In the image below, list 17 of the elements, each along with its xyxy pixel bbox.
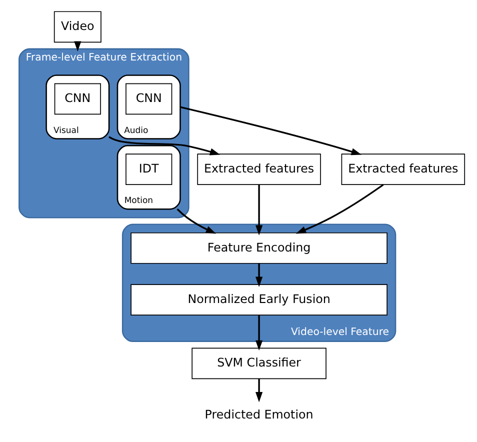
node-text: Predicted Emotion <box>204 407 314 422</box>
node-box: SVM Classifier <box>192 348 326 380</box>
arrow <box>176 208 216 234</box>
arrow <box>255 315 263 351</box>
arrow <box>108 136 220 156</box>
arrow <box>255 184 263 236</box>
arrow <box>255 263 263 287</box>
node-box: Extracted features <box>197 154 321 185</box>
node-box: Normalized Early Fusion <box>130 284 388 316</box>
node-box: Extracted features <box>341 154 466 185</box>
arrow <box>296 184 384 234</box>
node-box: CNN <box>126 83 172 115</box>
node-box: Feature Encoding <box>130 232 388 264</box>
node-box: CNN <box>54 83 101 115</box>
arrow <box>255 378 263 402</box>
arrow <box>180 106 362 156</box>
node-box: IDT <box>126 154 172 185</box>
